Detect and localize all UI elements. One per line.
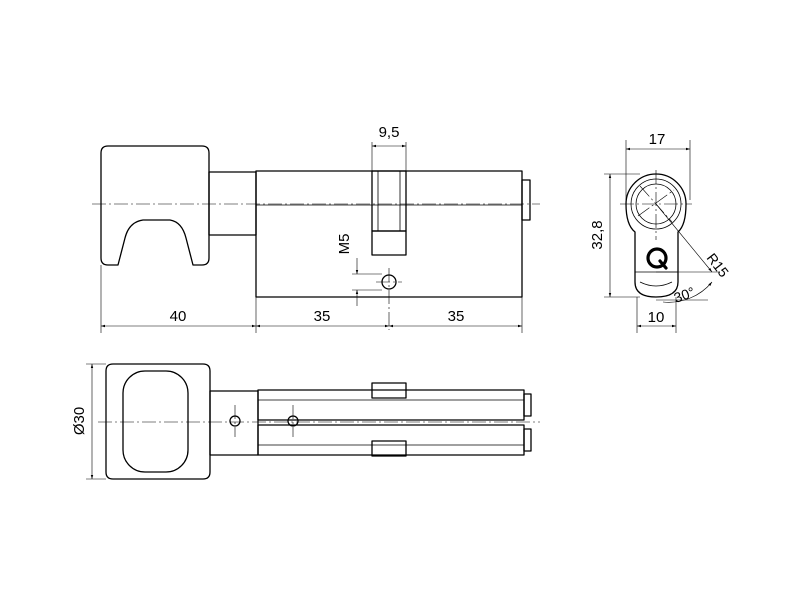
- q-logo-icon: [646, 247, 668, 270]
- dim-knob-length: 40: [170, 308, 187, 325]
- knob-shaft: [208, 171, 257, 236]
- knob-head-outline: [105, 363, 211, 480]
- body-end-cap: [521, 179, 531, 221]
- thumb-turn-knob: [100, 145, 210, 266]
- cam-slot: [371, 170, 407, 232]
- dim-half-length-right: 35: [448, 308, 465, 325]
- knob-shaft-bottom: [209, 390, 259, 456]
- cam-slot-inner: [377, 170, 401, 232]
- dim-cam-radius: R15: [704, 250, 733, 280]
- bottom-view: Ø30: [71, 363, 540, 480]
- cam-lug-bottom: [371, 440, 407, 457]
- cam-tab: [371, 230, 407, 256]
- dim-screw-thread: M5: [336, 234, 353, 255]
- dim-knob-diameter: Ø30: [71, 407, 88, 435]
- cylinder-profile-outline: [625, 173, 687, 298]
- dim-profile-bottom-width: 10: [648, 309, 665, 326]
- body-lower-half: [257, 424, 525, 456]
- dim-profile-width: 17: [649, 131, 666, 148]
- body-end-cap-bottom: [523, 428, 532, 452]
- front-view: 9,5 M5 40 35 35: [92, 124, 540, 333]
- dim-cam-width: 9,5: [379, 124, 400, 141]
- cam-lug-top: [371, 382, 407, 399]
- dim-half-length-left: 35: [314, 308, 331, 325]
- dim-profile-height: 32,8: [589, 220, 606, 249]
- body-end-cap-top: [523, 393, 532, 417]
- dim-cam-angle: 30°: [672, 284, 697, 306]
- knob-grip-recess: [122, 370, 189, 473]
- body-upper-half: [257, 389, 525, 421]
- profile-view: 17 32,8 10 R15 30°: [589, 131, 732, 333]
